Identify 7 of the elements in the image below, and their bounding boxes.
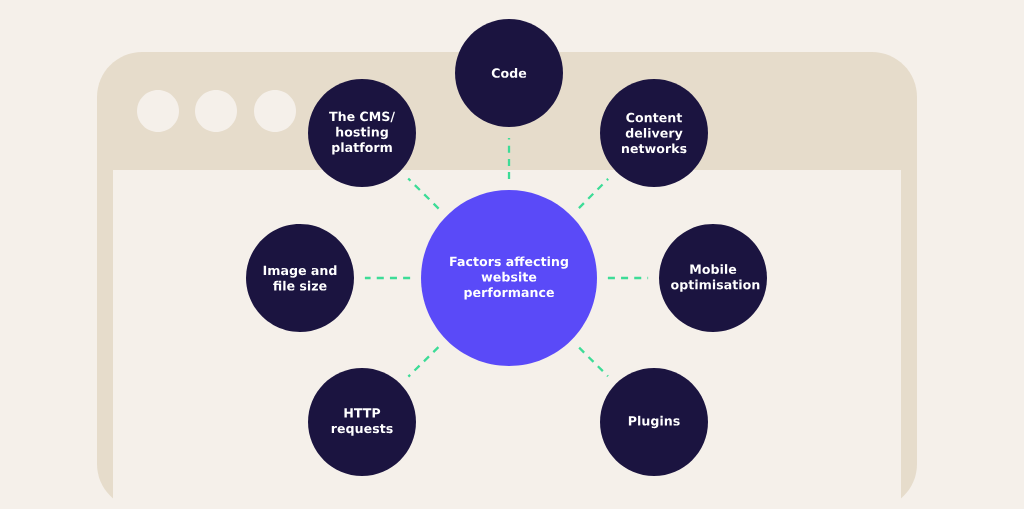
connector-line [507,137,511,180]
connector-line [364,276,411,280]
connector-line [407,177,440,210]
connector-line [407,346,440,378]
connector-line [578,346,609,378]
connector-line [578,178,609,209]
connector-line [607,276,649,280]
